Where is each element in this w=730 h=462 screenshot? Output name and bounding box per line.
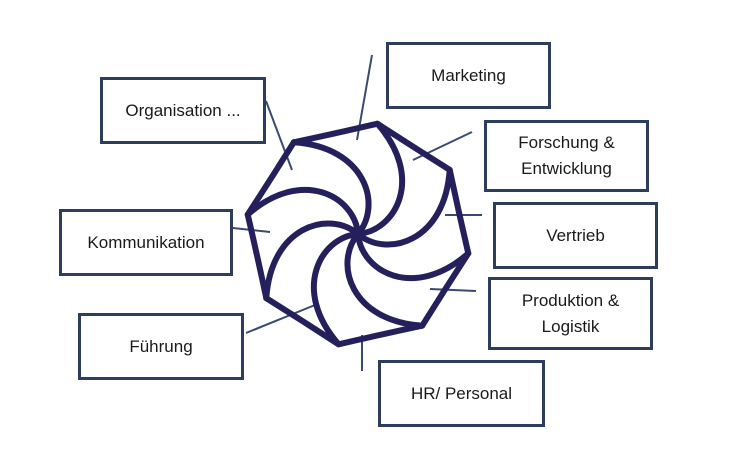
kommunikation-box: Kommunikation xyxy=(59,209,233,276)
hr-label: HR/ Personal xyxy=(411,381,512,407)
vertrieb-label: Vertrieb xyxy=(546,223,605,249)
spiral-flower-icon xyxy=(248,124,469,345)
vertrieb-box: Vertrieb xyxy=(493,202,658,269)
kommunikation-label: Kommunikation xyxy=(87,230,204,256)
organisation-label: Organisation ... xyxy=(125,98,240,124)
marketing-box: Marketing xyxy=(386,42,551,109)
organisation-box: Organisation ... xyxy=(100,77,266,144)
hr-box: HR/ Personal xyxy=(378,360,545,427)
connector-line-produktion xyxy=(430,289,476,291)
marketing-label: Marketing xyxy=(431,63,506,89)
produktion-label-line2: Logistik xyxy=(522,314,619,340)
produktion-label-line1: Produktion & xyxy=(522,288,619,314)
forschung-label-line2: Entwicklung xyxy=(518,156,614,182)
fuehrung-box: Führung xyxy=(78,313,244,380)
forschung-label-line1: Forschung & xyxy=(518,130,614,156)
forschung-box: Forschung & Entwicklung xyxy=(484,120,649,192)
fuehrung-label: Führung xyxy=(129,334,192,360)
connector-line-organisation xyxy=(266,101,292,170)
produktion-box: Produktion & Logistik xyxy=(488,277,653,350)
